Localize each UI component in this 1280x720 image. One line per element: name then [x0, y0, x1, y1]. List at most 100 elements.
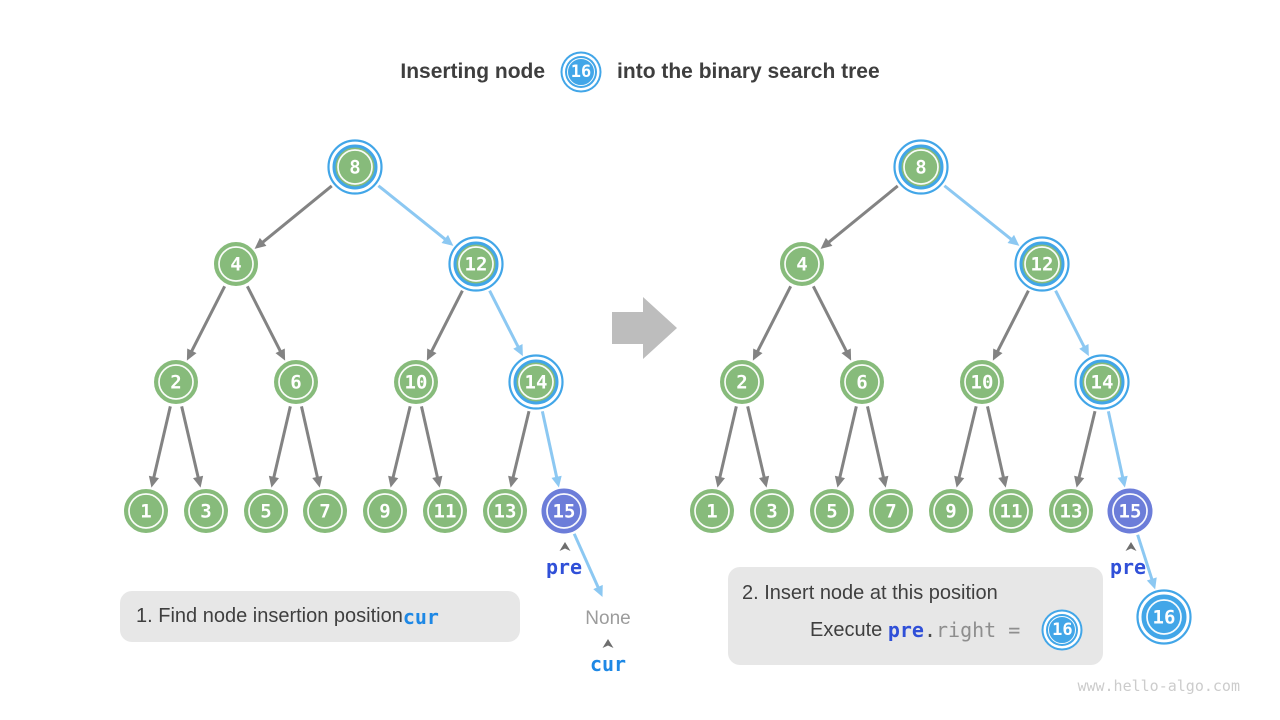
node-value: 12	[1031, 254, 1054, 276]
tree-edge-arrowhead	[752, 348, 763, 361]
node-13: 13	[1049, 489, 1093, 533]
tree-edge	[152, 406, 172, 480]
node-inner-ring	[487, 493, 523, 529]
caption-step2-node-value: 16	[1052, 620, 1073, 640]
tree-edge-arrowhead	[513, 343, 523, 357]
tree-edge	[718, 406, 738, 480]
node-value: 11	[434, 501, 457, 523]
node-fill	[541, 488, 587, 534]
node-value: 7	[319, 501, 330, 523]
node-value: 2	[736, 372, 747, 394]
tree-edge	[429, 290, 464, 354]
node-fill	[423, 489, 467, 533]
tree-edge-arrowhead	[954, 475, 965, 488]
node-inner-ring	[128, 493, 164, 529]
node-inner-ring	[337, 149, 373, 185]
tree-edge-arrowhead	[508, 475, 519, 488]
node-11: 11	[989, 489, 1033, 533]
node-inner-ring	[427, 493, 463, 529]
node-inner-ring	[458, 246, 494, 282]
node-fill	[1019, 241, 1065, 287]
node-inner-ring	[784, 246, 820, 282]
node-fill	[810, 489, 854, 533]
node-10: 10	[394, 360, 438, 404]
tree-edge	[1106, 410, 1125, 480]
node-1: 1	[690, 489, 734, 533]
node-fill	[1107, 488, 1153, 534]
tree-edge-arrowhead	[878, 475, 889, 488]
node-inner-ring	[964, 364, 1000, 400]
watermark: www.hello-algo.com	[1077, 677, 1240, 695]
tree-edge-arrowhead	[148, 475, 159, 488]
tree-edge-arrowhead	[1146, 577, 1157, 590]
node-inner-ring	[1024, 246, 1060, 282]
node-10: 10	[960, 360, 1004, 404]
node-highlight-ring	[448, 236, 504, 292]
caption-step2-pre-code: pre	[887, 618, 924, 642]
tree-edge-arrowhead	[841, 348, 852, 361]
node-highlight-ring	[1014, 236, 1070, 292]
tree-edge	[866, 406, 886, 480]
node-13: 13	[483, 489, 527, 533]
node-inner-ring	[1053, 493, 1089, 529]
node-value: 15	[553, 501, 576, 523]
node-fill	[483, 489, 527, 533]
tree-edge	[943, 184, 1014, 242]
caption-step2-equals: =	[996, 618, 1033, 642]
tree-edge-arrowhead	[998, 475, 1009, 488]
node-value: 8	[349, 157, 360, 179]
node-12: 12	[1014, 236, 1070, 292]
node-16: 16	[1136, 589, 1192, 645]
node-inner-ring	[248, 493, 284, 529]
node-value: 2	[170, 372, 181, 394]
node-9: 9	[929, 489, 973, 533]
tree-edge	[1077, 410, 1097, 480]
node-fill	[960, 360, 1004, 404]
node-highlight-ring	[508, 354, 564, 410]
node-fill	[720, 360, 764, 404]
node-inner-ring	[754, 493, 790, 529]
tree-edge-arrowhead	[834, 475, 845, 488]
node-value: 7	[885, 501, 896, 523]
tree-edge-arrowhead	[441, 234, 454, 246]
node-fill	[750, 489, 794, 533]
tree-edge-arrowhead	[820, 237, 833, 249]
tree-edge	[377, 184, 448, 242]
node-value: 5	[826, 501, 837, 523]
tree-edge	[272, 406, 292, 480]
label-pre: pre	[546, 555, 582, 579]
node-value: 10	[971, 372, 994, 394]
node-4: 4	[780, 242, 824, 286]
node-inner-ring	[398, 364, 434, 400]
caption-step2-dot: .	[923, 618, 936, 642]
tree-edge-arrowhead	[186, 348, 197, 361]
node-fill	[1079, 359, 1125, 405]
node-fill	[154, 360, 198, 404]
node-3: 3	[184, 489, 228, 533]
tree-edge	[755, 285, 793, 354]
inserted-node-value: 16	[570, 62, 592, 82]
node-value: 10	[405, 372, 428, 394]
node-9: 9	[363, 489, 407, 533]
node-value: 6	[290, 372, 301, 394]
tree-edge	[245, 285, 283, 354]
inserted-node-badge: 16	[565, 56, 598, 88]
tree-edge	[1054, 290, 1087, 349]
caption-step1-text: 1. Find node insertion position	[136, 605, 403, 627]
node-inner-ring	[1084, 364, 1120, 400]
caption-step2-line1: 2. Insert node at this position	[742, 582, 998, 604]
node-value: 8	[915, 157, 926, 179]
node-1: 1	[124, 489, 168, 533]
node-2: 2	[154, 360, 198, 404]
node-value: 6	[856, 372, 867, 394]
tree-edge-arrowhead	[759, 475, 770, 488]
node-value: 11	[1000, 501, 1023, 523]
node-value: 12	[465, 254, 488, 276]
node-6: 6	[274, 360, 318, 404]
node-value: 13	[1060, 501, 1083, 523]
title-prefix: Inserting node	[400, 60, 546, 83]
title-suffix: into the binary search tree	[617, 60, 880, 83]
tree-edge	[986, 406, 1006, 480]
tree-edge-arrowhead	[312, 475, 323, 488]
node-inner-ring	[1146, 599, 1182, 635]
